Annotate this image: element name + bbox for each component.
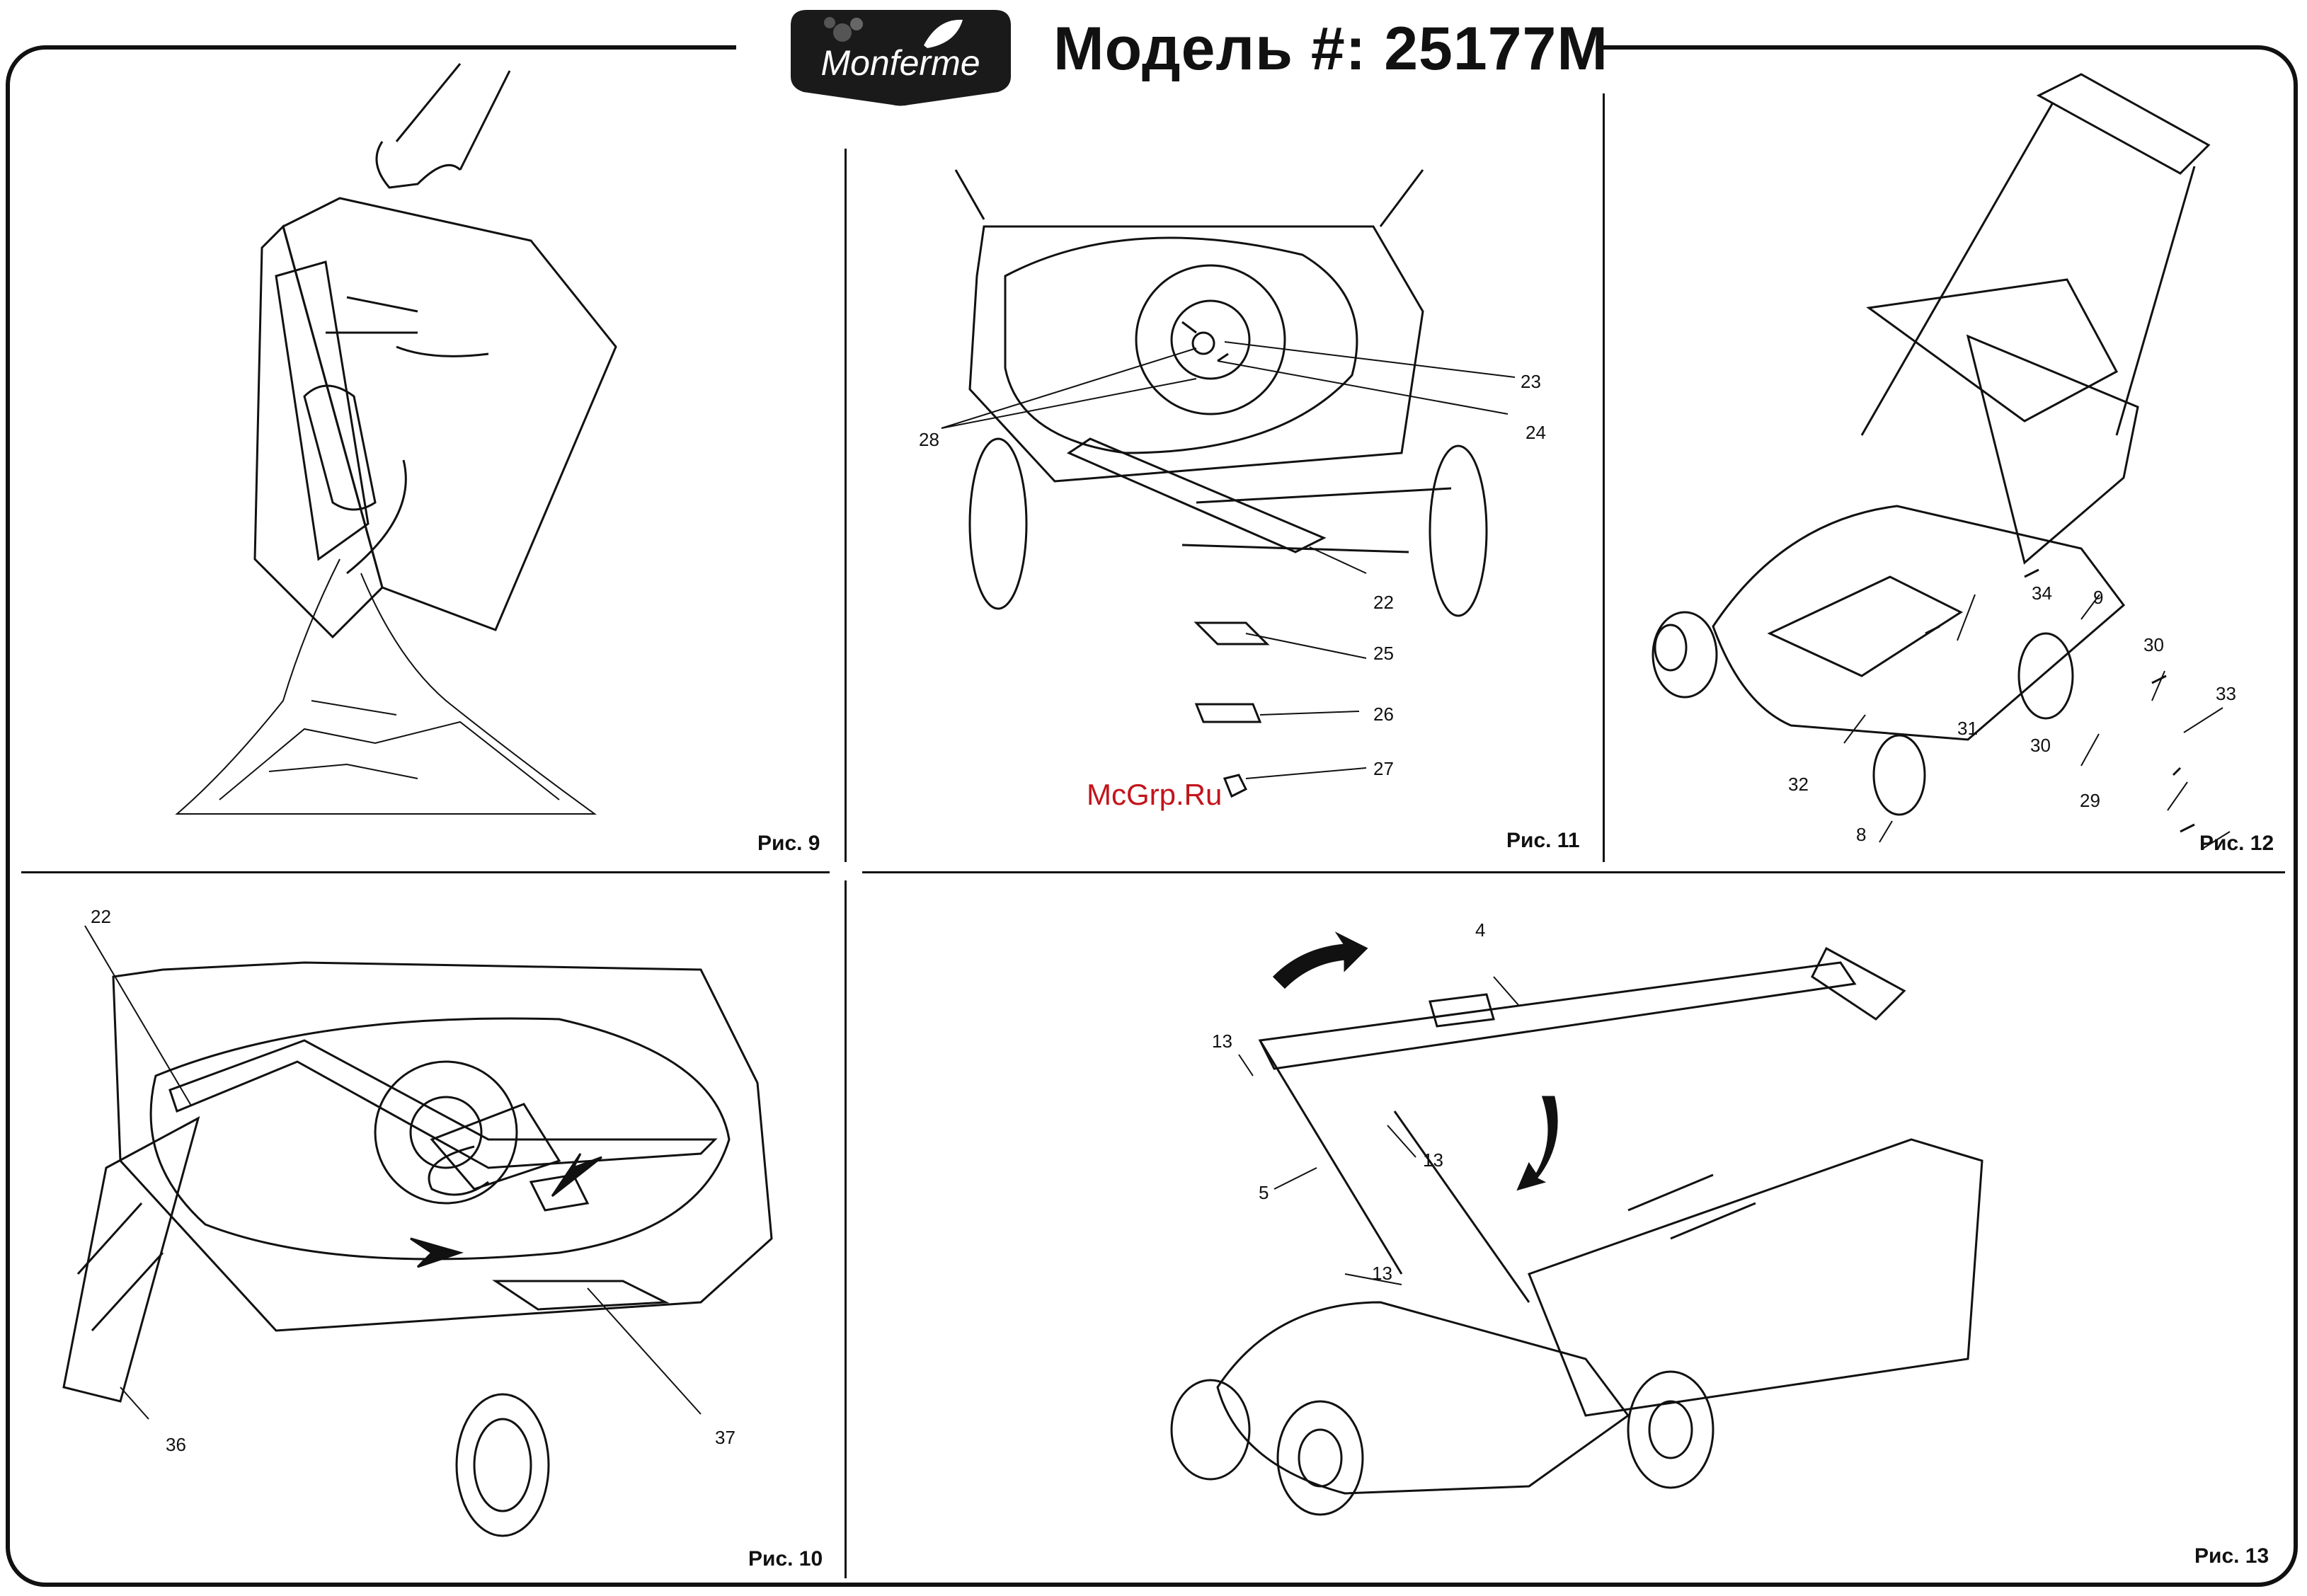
watermark: McGrp.Ru (1087, 780, 1222, 810)
fig13-caption: Рис. 13 (2194, 1546, 2269, 1567)
fig12-callout: 30 (2143, 634, 2164, 655)
fig12-caption: Рис. 12 (2199, 833, 2274, 854)
divider-bottom (845, 880, 847, 1578)
fig10-callout: 37 (715, 1427, 735, 1448)
brand-name: Monferme (820, 43, 980, 83)
divider-h-left (21, 871, 830, 873)
fig13-callout: 13 (1423, 1149, 1443, 1171)
fig12-callout: 34 (2032, 582, 2052, 604)
fig9-caption: Рис. 9 (757, 833, 820, 854)
fig11-callout: 24 (1525, 422, 1546, 443)
fig11-callout: 23 (1521, 371, 1541, 392)
fig12-callout: 29 (2080, 790, 2100, 811)
fig12-callout: 30 (2030, 735, 2051, 756)
fig11-callout: 28 (919, 429, 939, 450)
fig11-callout: 22 (1373, 592, 1394, 613)
fig11-callout: 25 (1373, 643, 1394, 664)
fig13-callout: 5 (1259, 1182, 1269, 1203)
divider-h-right (862, 871, 2285, 873)
fig10-callout: 36 (166, 1434, 186, 1455)
monferme-logo: Monferme (786, 4, 1016, 109)
fig11-callout: 27 (1373, 758, 1394, 779)
divider-top-1 (845, 149, 847, 862)
fig13-callout: 13 (1372, 1263, 1392, 1284)
fig13-callout: 13 (1212, 1030, 1232, 1052)
model-title: Модель #: 25177M (1053, 18, 1608, 79)
fig10-callout: 22 (91, 906, 111, 927)
fig9-illustration (163, 64, 616, 835)
divider-top-2 (1603, 93, 1605, 862)
fig12-callout: 31 (1957, 718, 1978, 739)
fig10-callouts: 22 36 37 (64, 906, 835, 1543)
fig11-callout: 26 (1373, 704, 1394, 725)
fig12-callout: 8 (1856, 824, 1866, 845)
fig11-caption: Рис. 11 (1506, 830, 1580, 851)
fig12-callout: 32 (1788, 774, 1809, 795)
fig12-callout: 9 (2093, 587, 2103, 608)
fig11-callouts: 23 24 28 22 25 26 27 (913, 156, 1550, 793)
fig12-callouts: 34 9 30 33 31 32 30 29 8 (1628, 67, 2286, 853)
fig10-caption: Рис. 10 (748, 1549, 823, 1570)
fig13-callout: 4 (1475, 919, 1485, 941)
fig12-callout: 33 (2216, 683, 2236, 704)
fig13-callouts: 4 13 13 5 13 (1133, 906, 2237, 1543)
